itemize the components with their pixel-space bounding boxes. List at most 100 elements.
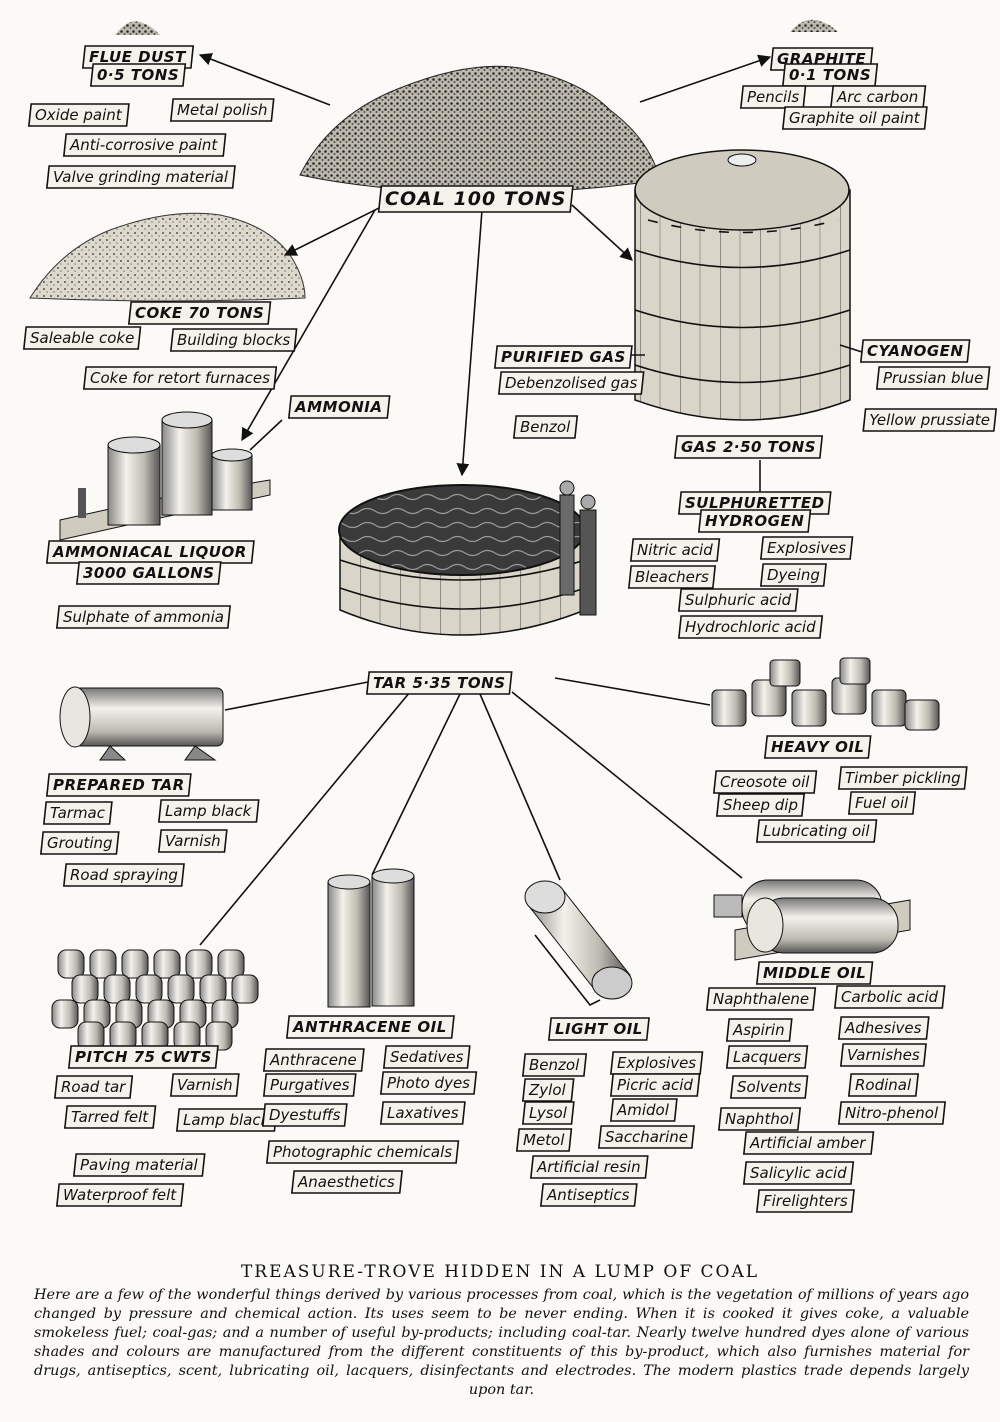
workmen-figures xyxy=(559,480,597,616)
product-graphite-oil-paint-label: Graphite oil paint xyxy=(781,106,928,130)
graphite-heap-illustration xyxy=(790,19,838,32)
middle-oil-title: MIDDLE OIL xyxy=(763,964,866,982)
product-carbolic-acid-box xyxy=(833,985,946,1009)
product-salicylic-acid: Salicylic acid xyxy=(750,1164,847,1182)
product-aspirin: Aspirin xyxy=(732,1021,785,1039)
product-firelighters: Firelighters xyxy=(763,1192,848,1210)
product-sulphate-of-ammonia-box xyxy=(55,605,232,629)
pitch-barrel xyxy=(199,974,227,1004)
sulphuretted-hydrogen-title: SULPHURETTED xyxy=(685,494,825,512)
product-explosives-light-label: Explosives xyxy=(609,1051,704,1075)
graphite-amount-label: 0·1 TONS xyxy=(781,63,879,87)
product-bleachers: Bleachers xyxy=(635,568,709,586)
ammonia-title-box xyxy=(287,395,391,419)
ammonia-title: AMMONIA xyxy=(294,398,382,416)
product-naphthol-box xyxy=(717,1107,802,1131)
ammoniacal-liquor-title: AMMONIACAL LIQUOR xyxy=(52,543,247,561)
product-varnish-tar-box xyxy=(157,829,228,853)
product-road-tar-box xyxy=(53,1075,134,1099)
product-naphthol-label: Naphthol xyxy=(717,1107,802,1131)
product-fuel-oil-label: Fuel oil xyxy=(847,791,917,815)
prepared-tar-title-box xyxy=(45,773,192,797)
product-zylol: Zylol xyxy=(528,1081,566,1099)
coke-title: COKE 70 TONS xyxy=(135,304,264,322)
product-sulphuric-acid: Sulphuric acid xyxy=(685,591,792,609)
product-road-tar-label: Road tar xyxy=(53,1075,134,1099)
product-paving-material-label: Paving material xyxy=(72,1153,206,1177)
product-road-spraying-box xyxy=(62,863,185,887)
product-saccharine: Saccharine xyxy=(605,1128,688,1146)
product-fuel-oil: Fuel oil xyxy=(855,794,909,812)
product-rodinal-label: Rodinal xyxy=(847,1073,920,1097)
product-varnish-pitch: Varnish xyxy=(177,1076,233,1094)
pitch-barrels-illustration xyxy=(51,949,259,1051)
pitch-barrel xyxy=(231,974,259,1004)
product-hydrochloric-acid-label: Hydrochloric acid xyxy=(677,615,824,639)
product-hydrochloric-acid: Hydrochloric acid xyxy=(685,618,816,636)
product-metol: Metol xyxy=(523,1131,565,1149)
product-fuel-oil-box xyxy=(847,791,917,815)
product-varnishes: Varnishes xyxy=(847,1046,920,1064)
product-photographic-chemicals-label: Photographic chemicals xyxy=(265,1140,460,1164)
product-varnishes-box xyxy=(839,1043,927,1067)
product-varnish-pitch-box xyxy=(169,1073,240,1097)
middle-oil-tanks-illustration xyxy=(713,879,911,961)
product-lysol: Lysol xyxy=(529,1104,568,1122)
product-anti-corrosive-paint-label: Anti-corrosive paint xyxy=(62,133,227,157)
product-adhesives: Adhesives xyxy=(844,1019,922,1037)
product-picric-acid-box xyxy=(609,1073,701,1097)
purified-gas-title-label: PURIFIED GAS xyxy=(493,345,633,369)
product-varnish-pitch-label: Varnish xyxy=(169,1073,240,1097)
product-aspirin-label: Aspirin xyxy=(725,1018,793,1042)
pitch-barrel xyxy=(217,949,245,979)
sulphuretted-hydrogen-title-2: HYDROGEN xyxy=(705,512,804,530)
product-sedatives-box xyxy=(382,1045,471,1069)
product-benzol: Benzol xyxy=(520,418,571,436)
product-benzol-box xyxy=(512,415,579,439)
product-sheep-dip-box xyxy=(715,793,806,817)
product-tarmac-box xyxy=(42,801,113,825)
product-zylol-label: Zylol xyxy=(521,1078,575,1102)
product-varnish-tar-label: Varnish xyxy=(157,829,228,853)
product-artificial-resin-label: Artificial resin xyxy=(529,1155,649,1179)
coke-title-label: COKE 70 TONS xyxy=(127,301,272,325)
ammoniacal-liquor-amount-label: 3000 GALLONS xyxy=(75,561,222,585)
product-creosote-oil: Creosote oil xyxy=(720,773,810,791)
product-saleable-coke-box xyxy=(22,326,142,350)
product-naphthol: Naphthol xyxy=(725,1110,794,1128)
product-valve-grinding-material: Valve grinding material xyxy=(53,168,229,186)
product-anti-corrosive-paint: Anti-corrosive paint xyxy=(69,136,218,154)
product-building-blocks-box xyxy=(169,328,298,352)
product-laxatives-label: Laxatives xyxy=(379,1101,466,1125)
product-sulphate-of-ammonia: Sulphate of ammonia xyxy=(63,608,224,626)
product-road-spraying-label: Road spraying xyxy=(62,863,185,887)
product-paving-material: Paving material xyxy=(80,1156,199,1174)
product-benzol-light-box xyxy=(521,1053,588,1077)
product-metol-box xyxy=(515,1128,573,1152)
product-pencils: Pencils xyxy=(747,88,799,106)
ammonia-plant-illustration xyxy=(59,411,271,541)
product-sedatives: Sedatives xyxy=(390,1048,464,1066)
light-oil-title: LIGHT OIL xyxy=(555,1020,643,1038)
product-graphite-oil-paint-box xyxy=(781,106,928,130)
product-arc-carbon: Arc carbon xyxy=(836,88,918,106)
ammoniacal-liquor-amount-box xyxy=(75,561,222,585)
product-anti-corrosive-paint-box xyxy=(62,133,227,157)
caption-text: Here are a few of the wonderful things d… xyxy=(34,1287,969,1398)
product-timber-pickling-box xyxy=(837,766,968,790)
product-waterproof-felt-box xyxy=(55,1183,185,1207)
purified-gas-title-box xyxy=(493,345,633,369)
anthracene-oil-tanks-illustration xyxy=(327,868,415,1008)
purified-gas-title: PURIFIED GAS xyxy=(501,348,626,366)
pitch-title: PITCH 75 CWTS xyxy=(75,1048,212,1066)
product-hydrochloric-acid-box xyxy=(677,615,824,639)
product-valve-grinding-material-box xyxy=(45,165,236,189)
product-lacquers: Lacquers xyxy=(733,1048,801,1066)
product-metal-polish-label: Metal polish xyxy=(169,98,275,122)
product-debenzolised-gas-label: Debenzolised gas xyxy=(497,371,645,395)
product-nitro-phenol-label: Nitro-phenol xyxy=(837,1101,947,1125)
product-building-blocks-label: Building blocks xyxy=(169,328,298,352)
product-purgatives-label: Purgatives xyxy=(262,1073,357,1097)
product-graphite-oil-paint: Graphite oil paint xyxy=(789,109,921,127)
graphite-amount: 0·1 TONS xyxy=(789,66,871,84)
